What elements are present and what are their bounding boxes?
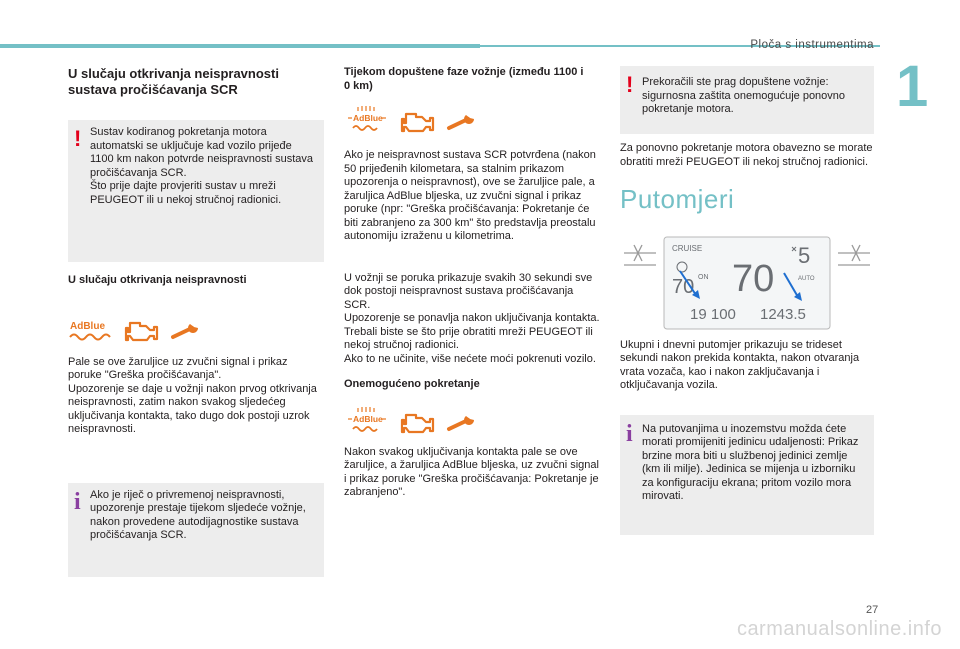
svg-text:70: 70: [672, 276, 694, 298]
header-bar-left: [0, 44, 480, 48]
svg-text:ON: ON: [698, 274, 709, 281]
wrench-icon: [447, 415, 474, 431]
section-heading: U slučaju otkrivanja neispravnosti susta…: [68, 66, 279, 97]
warning-text: Prekoračili ste prag dopuštene vožnje: s…: [642, 76, 846, 115]
subheading: Onemogućeno pokretanje: [344, 378, 480, 390]
engine-icon: [400, 112, 435, 133]
info-icon: i: [626, 420, 633, 447]
chapter-number: 1: [896, 54, 929, 119]
header-bar-right: [480, 45, 880, 47]
wrench-icon: [171, 323, 198, 339]
wrench-icon: [447, 115, 474, 130]
body-text: Za ponovno pokretanje motora obavezno se…: [620, 142, 873, 168]
svg-text:AdBlue: AdBlue: [353, 113, 383, 123]
engine-icon: [400, 413, 435, 433]
info-box: i Ako je riječ o privremenoj neispravnos…: [68, 482, 324, 577]
info-text: Ako je riječ o privremenoj neispravnosti…: [90, 488, 306, 542]
engine-icon: [124, 321, 159, 341]
adblue-flashing-icon: AdBlue: [348, 406, 386, 432]
warning-icon: !: [74, 126, 82, 151]
info-icon: i: [74, 488, 81, 515]
warning-lamps: AdBlue: [68, 314, 324, 346]
subheading: U slučaju otkrivanja neispravnosti: [68, 274, 247, 286]
body-text: U vožnji se poruka prikazuje svakih 30 s…: [344, 271, 600, 365]
info-box: i Na putovanjima u inozemstvu možda ćete…: [620, 414, 874, 535]
warning-text: Sustav kodiranog pokretanja motora autom…: [90, 126, 313, 206]
body-text: Pale se ove žaruljice uz zvučni signal i…: [68, 355, 317, 436]
warning-lamps-flashing: AdBlue: [344, 105, 600, 137]
page-number: 27: [866, 604, 879, 616]
svg-text:1243.5: 1243.5: [760, 306, 806, 323]
body-text: Nakon svakog uključivanja kontakta pale …: [344, 445, 599, 499]
instrument-cluster-illustration: CRUISE ON 70 70 5 AUTO 19 100 1243.5: [624, 236, 870, 329]
adblue-flashing-icon: AdBlue: [348, 106, 386, 131]
header-title: Ploča s instrumentima: [750, 39, 874, 51]
info-text: Na putovanjima u inozemstvu možda ćete m…: [642, 422, 859, 503]
section-heading: Tijekom dopuštene faze vožnje (između 11…: [344, 66, 584, 92]
watermark: carmanualsonline.info: [736, 618, 942, 640]
svg-text:5: 5: [798, 243, 810, 268]
adblue-icon: AdBlue: [69, 321, 111, 340]
warning-icon: !: [626, 72, 634, 97]
svg-text:AUTO: AUTO: [798, 276, 815, 282]
section-title: Putomjeri: [620, 184, 735, 214]
warning-box: ! Sustav kodiranog pokretanja motora aut…: [68, 120, 324, 262]
svg-text:AdBlue: AdBlue: [353, 414, 383, 424]
body-text: Ako je neispravnost sustava SCR potvrđen…: [344, 149, 596, 242]
svg-text:CRUISE: CRUISE: [672, 244, 702, 253]
warning-lamps-flashing: AdBlue: [344, 406, 600, 438]
column-left: U slučaju otkrivanja neispravnosti susta…: [68, 66, 324, 577]
svg-text:AdBlue: AdBlue: [70, 321, 105, 332]
column-right: ! Prekoračili ste prag dopuštene vožnje:…: [620, 66, 874, 535]
svg-text:19 100: 19 100: [690, 306, 736, 323]
body-text: Ukupni i dnevni putomjer prikazuju se tr…: [620, 338, 860, 392]
svg-text:70: 70: [732, 258, 774, 300]
column-middle: Tijekom dopuštene faze vožnje (između 11…: [344, 66, 600, 500]
warning-box: ! Prekoračili ste prag dopuštene vožnje:…: [620, 66, 874, 134]
odometer-display: CRUISE ON 70 70 5 AUTO 19 100 1243.5: [620, 234, 874, 335]
